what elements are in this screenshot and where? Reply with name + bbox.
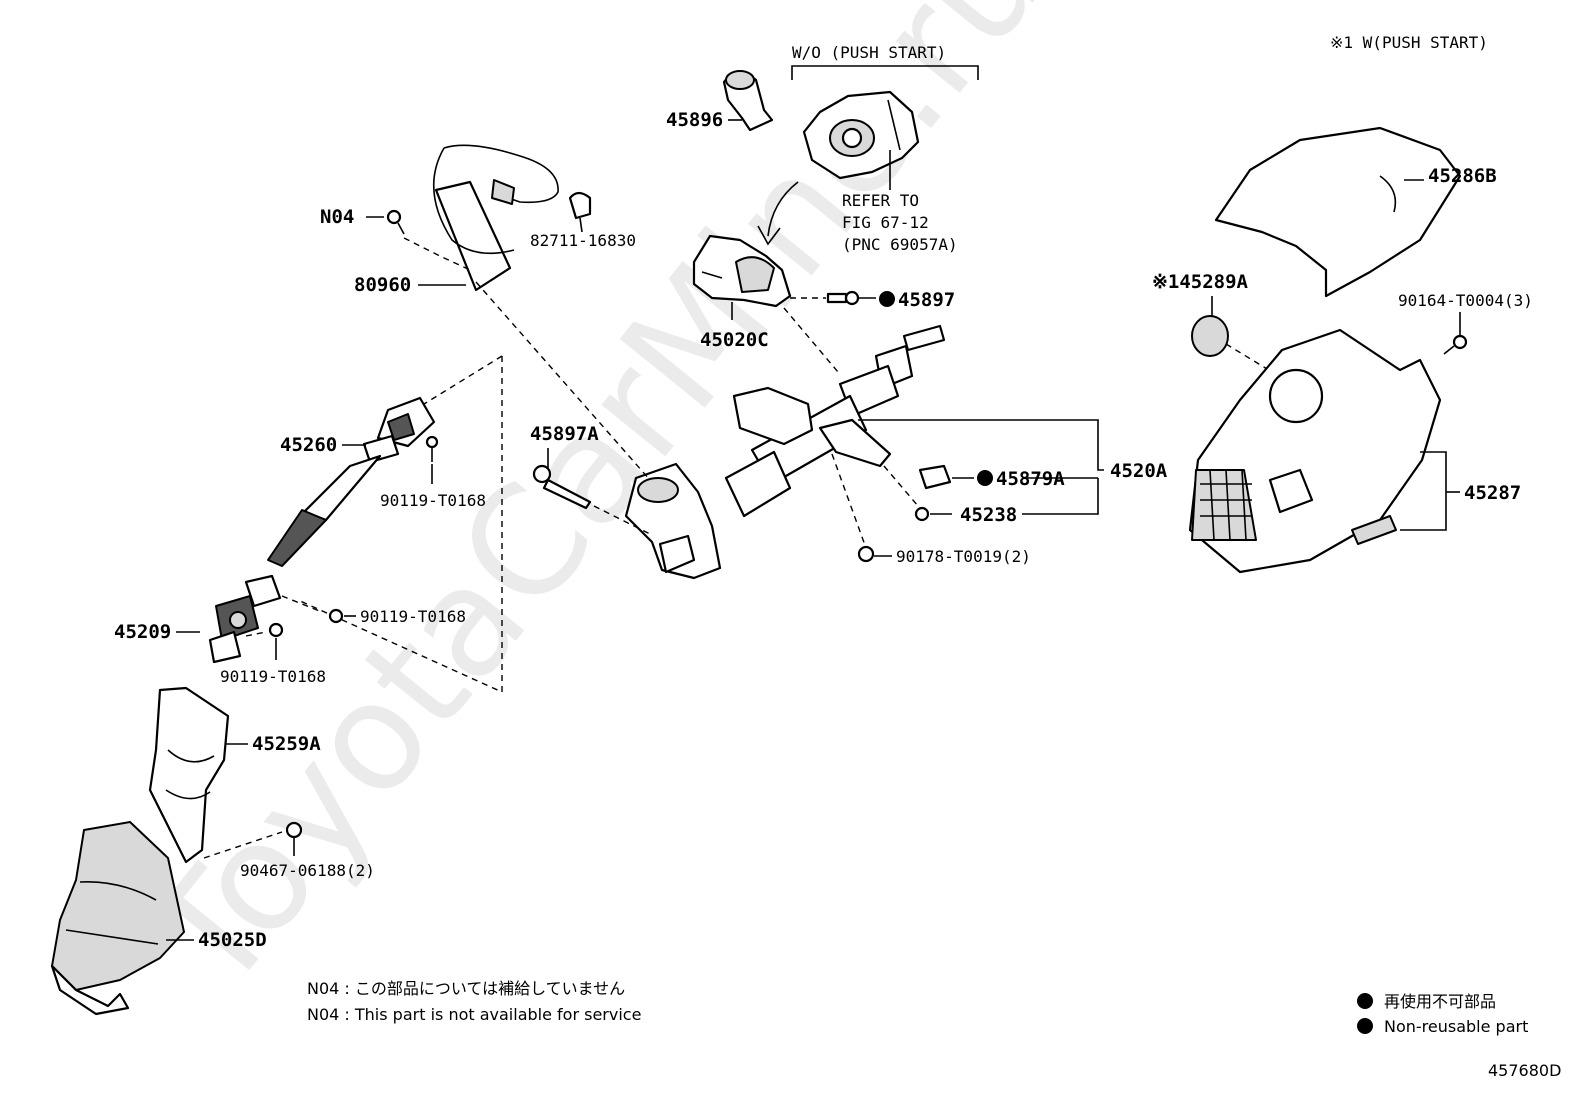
- guide-45260-top: [423, 355, 503, 405]
- guide-90119-b: [281, 595, 323, 613]
- part-45286B-upper-cover-illustration: [1214, 126, 1462, 298]
- refer-line-1: REFER TO: [842, 191, 919, 210]
- bolt-90119-b-illustration: [328, 608, 344, 624]
- label-45259A: 45259A: [252, 733, 321, 755]
- guide-90467: [203, 831, 283, 859]
- install-arrow: [767, 181, 799, 237]
- legend-english: Non-reusable part: [1384, 1017, 1528, 1036]
- part-45896-illustration: [722, 70, 774, 132]
- part-45209-joint-illustration: [208, 574, 282, 664]
- label-45260: 45260: [280, 434, 337, 456]
- part-45259A-cover-illustration: [148, 686, 230, 864]
- bracket-4520A-top: [858, 419, 1104, 471]
- non-reusable-marker-45897: [879, 291, 895, 307]
- note-N04-english: N04 : This part is not available for ser…: [307, 1005, 641, 1024]
- variant-label-push-start: ※1 W(PUSH START): [1330, 33, 1488, 52]
- label-45896: 45896: [666, 109, 723, 131]
- guide-N04: [403, 237, 471, 271]
- figure-id: 457680D: [1488, 1061, 1561, 1080]
- install-arrowhead: [757, 225, 781, 246]
- refer-line-3: (PNC 69057A): [842, 235, 958, 254]
- non-reusable-marker-45879A: [977, 470, 993, 486]
- legend-marker-en: [1357, 1018, 1373, 1034]
- label-45025D: 45025D: [198, 929, 267, 951]
- bolt-90119-c-illustration: [268, 622, 284, 638]
- leader-82711: [579, 217, 583, 233]
- label-90119-T0168-c: 90119-T0168: [220, 667, 326, 686]
- label-45209: 45209: [114, 621, 171, 643]
- label-45287: 45287: [1464, 482, 1521, 504]
- label-90178-T0019: 90178-T0019(2): [896, 547, 1031, 566]
- steering-column-4520A-illustration: [624, 324, 946, 580]
- guide-45289A: [1225, 343, 1273, 373]
- bracket-4520A-bot: [1022, 478, 1099, 515]
- label-90467-06188: 90467-06188(2): [240, 861, 375, 880]
- bolt-45897-illustration: [826, 290, 860, 306]
- label-90119-T0168-a: 90119-T0168: [380, 491, 486, 510]
- guide-45238: [883, 465, 919, 507]
- part-45289A-illustration: [1191, 315, 1229, 357]
- part-45020C-illustration: [692, 234, 792, 308]
- nut-90178-illustration: [857, 545, 875, 563]
- guide-45260-frame: [297, 356, 503, 694]
- part-45287-lower-cover-illustration: [1188, 328, 1442, 574]
- bolt-45897A-illustration: [532, 464, 592, 510]
- label-45286B: 45286B: [1428, 165, 1497, 187]
- guide-45020C: [783, 307, 839, 373]
- guide-90119-c: [245, 631, 267, 637]
- nut-90467-illustration: [285, 821, 303, 839]
- bracket-45287: [1400, 451, 1447, 531]
- label-N04: N04: [320, 206, 354, 228]
- label-90119-T0168-b: 90119-T0168: [360, 607, 466, 626]
- label-45238: 45238: [960, 504, 1017, 526]
- label-4520A: 4520A: [1110, 460, 1168, 482]
- label-90164-T0004: 90164-T0004(3): [1398, 291, 1533, 310]
- part-45260-shaft-illustration: [267, 396, 436, 567]
- clip-82711-illustration: [568, 191, 592, 220]
- variant-label-without-push-start: W/O (PUSH START): [792, 43, 946, 62]
- legend-marker-jp: [1357, 993, 1373, 1009]
- bolt-90119-a-illustration: [425, 435, 439, 462]
- guide-90178: [831, 453, 867, 549]
- note-N04-japanese: N04 : この部品については補給していません: [307, 979, 625, 998]
- legend-japanese: 再使用不可部品: [1384, 992, 1496, 1011]
- bolt-45238-illustration: [914, 506, 930, 522]
- part-80960-harness-illustration: [432, 144, 559, 292]
- label-45289A: ※145289A: [1152, 271, 1249, 293]
- refer-line-2: FIG 67-12: [842, 213, 929, 232]
- label-45897A: 45897A: [530, 423, 599, 445]
- label-45897: 45897: [898, 289, 955, 311]
- label-82711-16830: 82711-16830: [530, 231, 636, 250]
- label-45020C: 45020C: [700, 329, 769, 351]
- bolt-N04-illustration: [386, 209, 405, 235]
- screw-90164-illustration: [1443, 334, 1468, 355]
- part-45879A-illustration: [918, 464, 952, 490]
- label-45879A: 45879A: [996, 468, 1065, 490]
- variant-bracket: [791, 65, 979, 80]
- part-45025D-boot-illustration: [50, 821, 185, 1016]
- label-80960: 80960: [354, 274, 411, 296]
